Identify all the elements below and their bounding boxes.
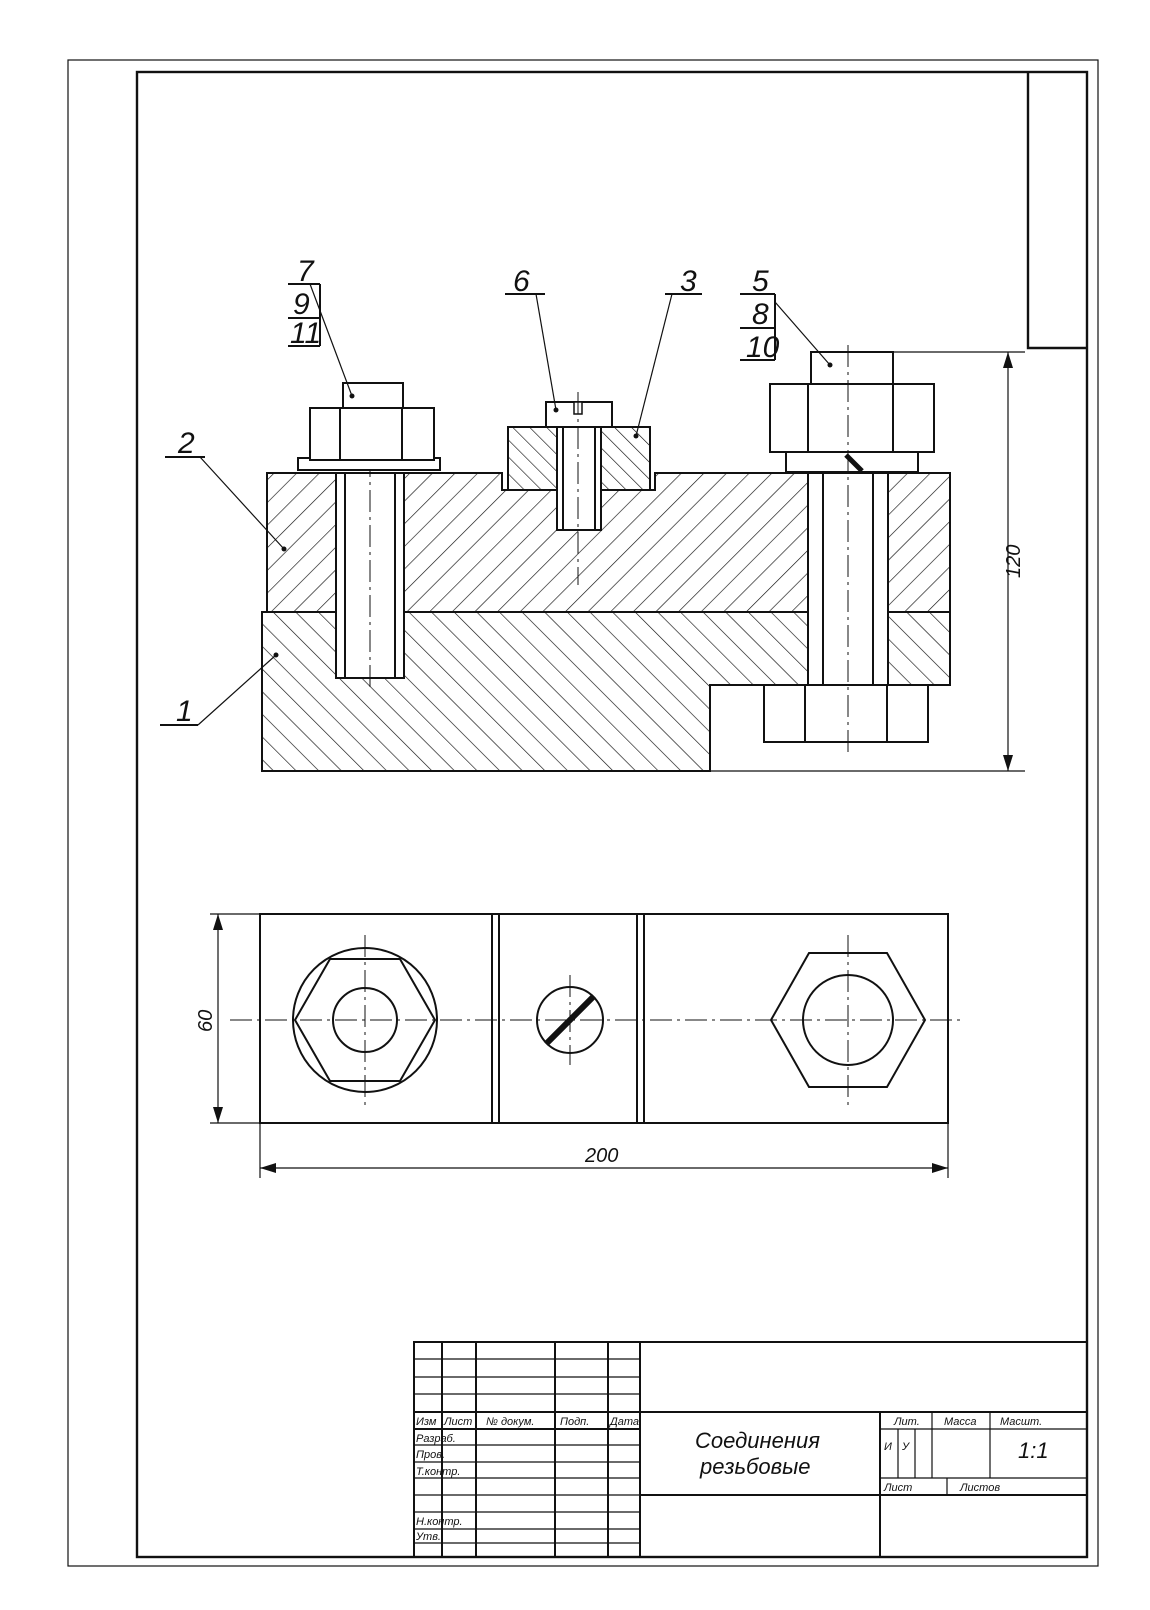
tb-header-doc: № докум.	[486, 1416, 534, 1428]
dimension-width: 60	[195, 1010, 217, 1032]
tb-row-utv: Утв.	[415, 1531, 441, 1543]
part-label-11: 11	[290, 317, 321, 350]
part-label-10: 10	[746, 331, 780, 364]
dimension-length: 200	[584, 1145, 618, 1167]
tb-row-razrab: Разраб.	[416, 1433, 456, 1445]
drawing-title-line2: резьбовые	[699, 1454, 811, 1479]
top-right-stamp	[1026, 72, 1087, 350]
part-label-6: 6	[513, 265, 530, 298]
front-view: 7 9 11 6 3 5 8 10 2 1 120	[160, 255, 1025, 772]
drawing-title-line1: Соединения	[695, 1428, 820, 1453]
bolt-end	[810, 351, 894, 385]
nut-right	[769, 383, 935, 453]
part-label-5: 5	[752, 265, 769, 298]
tb-lit: Лит.	[893, 1416, 920, 1428]
plan-view: 60 200	[195, 913, 965, 1178]
tb-sheets: Листов	[959, 1482, 1000, 1494]
tb-row-tkontr: Т.контр.	[416, 1466, 460, 1478]
tb-lit-u: У	[901, 1441, 910, 1453]
part-label-7: 7	[297, 255, 315, 288]
tb-scale-value: 1:1	[1018, 1438, 1049, 1463]
plan-outline	[259, 913, 949, 1124]
dimension-height: 120	[1003, 545, 1025, 578]
nut-left	[309, 407, 435, 461]
tb-header-sign: Подп.	[560, 1416, 589, 1428]
tb-header-list: Лист	[443, 1416, 472, 1428]
hex-nut-right	[769, 952, 927, 1088]
tb-row-prov: Пров.	[416, 1449, 445, 1461]
part-label-2: 2	[177, 427, 195, 460]
part-label-9: 9	[293, 288, 310, 321]
tb-row-nkontr: Н.контр.	[416, 1516, 463, 1528]
tb-masshtab: Масшт.	[1000, 1416, 1042, 1428]
tb-header-date: Дата	[608, 1416, 639, 1428]
part-label-3: 3	[680, 265, 697, 298]
tb-lit-i: И	[884, 1441, 892, 1453]
tb-sheet: Лист	[883, 1482, 912, 1494]
title-block: Изм Лист № докум. Подп. Дата Разраб. Про…	[413, 1341, 1088, 1558]
part-label-1: 1	[176, 695, 193, 728]
tb-header-izm: Изм	[416, 1416, 437, 1428]
hex-nut-left	[293, 958, 437, 1082]
inner-frame	[135, 70, 1089, 1559]
bolt-head	[763, 684, 929, 743]
part-label-8: 8	[752, 298, 769, 331]
outer-border	[67, 59, 1099, 1567]
tb-massa: Масса	[944, 1416, 977, 1428]
